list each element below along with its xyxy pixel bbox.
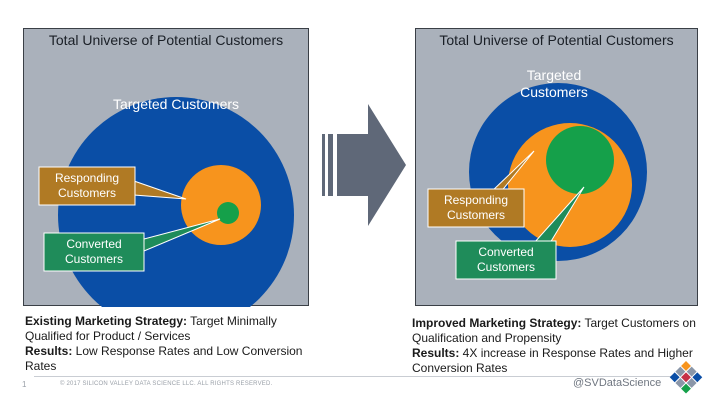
right-responding-label-1: Responding [444, 193, 508, 207]
left-converted-label-1: Converted [66, 237, 121, 251]
left-converted-box [43, 232, 145, 272]
left-converted-label-2: Customers [65, 252, 123, 266]
right-converted-box [455, 240, 557, 280]
svds-logo-icon [669, 361, 703, 394]
transition-arrow [322, 104, 406, 226]
right-converted-label-2: Customers [477, 260, 535, 274]
left-venn: Targeted Customers Responding Customers … [38, 96, 294, 307]
left-responding-box [38, 166, 136, 206]
right-venn: Targeted Customers Responding Customers … [427, 67, 647, 280]
left-panel: Total Universe of Potential Customers Ta… [23, 28, 309, 307]
left-panel-title: Total Universe of Potential Customers [48, 32, 284, 48]
right-strategy-text: Target Customers on Qualification and Pr… [412, 316, 696, 345]
right-converted-circle [546, 126, 614, 194]
left-responding-label-2: Customers [58, 186, 116, 200]
arrow-body [337, 104, 406, 226]
right-panel: Total Universe of Potential Customers Ta… [415, 28, 698, 306]
right-results-label: Results: [412, 346, 460, 360]
left-converted-circle [217, 202, 239, 224]
right-panel-title: Total Universe of Potential Customers [439, 32, 674, 48]
right-caption: Improved Marketing Strategy: Target Cust… [412, 316, 717, 376]
copyright-text: © 2017 SILICON VALLEY DATA SCIENCE LLC. … [60, 381, 273, 387]
left-caption: Existing Marketing Strategy: Target Mini… [25, 314, 315, 374]
footer-divider [34, 376, 674, 377]
right-responding-box [427, 188, 525, 228]
right-targeted-label-2: Customers [520, 84, 588, 100]
right-targeted-label-1: Targeted [527, 67, 581, 83]
left-results-text: Low Response Rates and Low Conversion Ra… [25, 344, 303, 373]
left-strategy-text: Target Minimally Qualified for Product /… [25, 314, 277, 343]
arrow-stripe-1 [322, 134, 325, 196]
right-responding-label-2: Customers [447, 208, 505, 222]
left-results-label: Results: [25, 344, 73, 358]
arrow-stripe-2 [328, 134, 333, 196]
right-converted-label-1: Converted [478, 245, 533, 259]
twitter-handle: @SVDataScience [573, 377, 662, 389]
left-responding-label-1: Responding [55, 171, 119, 185]
right-strategy-label: Improved Marketing Strategy: [412, 316, 582, 330]
left-targeted-label: Targeted Customers [113, 96, 239, 112]
right-results-text: 4X increase in Response Rates and Higher… [412, 346, 693, 375]
left-strategy-label: Existing Marketing Strategy: [25, 314, 188, 328]
page-number: 1 [22, 380, 27, 389]
